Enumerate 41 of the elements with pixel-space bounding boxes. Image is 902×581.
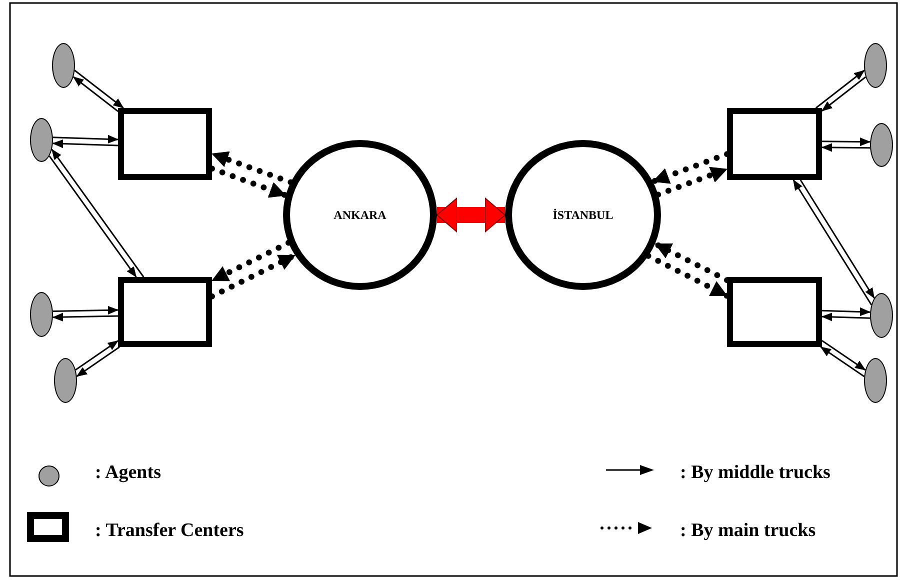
rectangle-node [118, 108, 212, 180]
city-label: İSTANBUL [552, 208, 614, 222]
arrow [822, 138, 870, 146]
arrow [76, 346, 120, 378]
ellipse-node [30, 118, 53, 162]
arrow [822, 340, 866, 371]
arrow [51, 148, 144, 278]
arrow [52, 134, 118, 144]
arrow [800, 180, 875, 298]
rectangle-node [727, 277, 822, 347]
city-label: ANKARA [334, 208, 386, 222]
arrow [74, 70, 124, 109]
arrow [52, 312, 118, 322]
arrow [820, 346, 865, 378]
arrow [48, 156, 137, 278]
ellipse-node [52, 43, 75, 88]
arrow [822, 308, 870, 316]
dotted-arrow [652, 240, 730, 284]
legend-label: : By main trucks [680, 520, 816, 542]
arrow [822, 143, 870, 152]
ellipse-node [864, 358, 887, 403]
arrow [822, 312, 870, 322]
rectangle-node [118, 277, 212, 347]
arrow [792, 180, 872, 306]
arrow [52, 306, 118, 314]
legend-label: : By middle trucks [680, 462, 830, 484]
ellipse-node [30, 292, 53, 337]
ellipse-node [870, 123, 893, 167]
arrow [72, 76, 118, 112]
double-arrow [436, 198, 506, 232]
ellipse-node [864, 43, 887, 88]
arrow [815, 70, 865, 109]
legend-label: : Agents [95, 462, 161, 484]
ellipse-node [54, 358, 77, 403]
arrow [822, 76, 866, 112]
rectangle-node [727, 108, 822, 180]
ellipse-node [870, 293, 893, 338]
arrow [52, 139, 118, 148]
dotted-arrow [209, 240, 292, 284]
legend-label: : Transfer Centers [95, 520, 244, 542]
arrow [75, 340, 118, 371]
